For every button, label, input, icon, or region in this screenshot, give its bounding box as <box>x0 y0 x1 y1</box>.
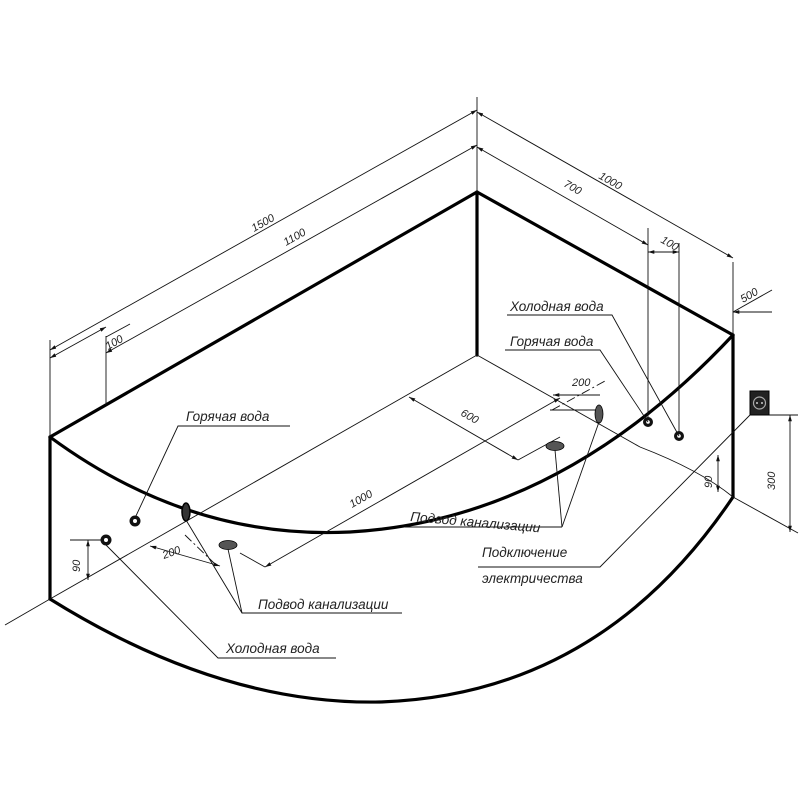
label-cold-water-right: Холодная вода <box>509 299 604 314</box>
inner-lines <box>4 354 799 626</box>
dim-length-inner: 1100 <box>282 226 309 249</box>
drain-overflow-left-icon <box>181 502 191 522</box>
label-drain-right: Подвод канализации <box>410 509 542 535</box>
inner-floor-curve <box>639 446 734 498</box>
right-dimension-lines <box>476 111 773 434</box>
dim-height-right: 90 <box>703 475 715 488</box>
drain-right-icon <box>545 441 565 451</box>
dim-inner-depth: 600 <box>459 407 482 427</box>
inner-floor-left-line <box>49 354 478 600</box>
dim-height-outlet: 300 <box>766 471 778 490</box>
electrical-outlet-icon <box>749 390 770 416</box>
dim-drain-offset-front: 200 <box>160 544 183 562</box>
label-hot-water-left: Горячая вода <box>186 409 270 424</box>
label-hot-water-right: Горячая вода <box>510 334 594 349</box>
dim-offset-left: 100 <box>104 333 127 353</box>
floor-right-extension <box>732 496 799 534</box>
cold-water-left-fitting-icon <box>100 534 112 546</box>
label-electricity-line2: электричества <box>482 571 583 586</box>
top-dimension-lines <box>49 97 478 437</box>
dim-width-inner: 700 <box>562 178 585 198</box>
callouts: Горячая вода Холодная вода Горячая вода … <box>105 299 751 659</box>
dim-length-total: 1500 <box>250 212 278 235</box>
top-rim-arc <box>48 333 735 535</box>
inner-floor-right-line <box>476 354 641 448</box>
left-height-dimension <box>70 539 106 580</box>
bathtub-outline <box>48 190 735 704</box>
bottom-front-arc <box>48 495 735 704</box>
drain-overflow-right-icon <box>594 404 604 424</box>
dim-inner-length: 1000 <box>348 488 376 511</box>
label-drain-left: Подвод канализации <box>258 597 389 612</box>
dim-height-left: 90 <box>71 559 83 572</box>
dim-offset-right: 100 <box>659 234 682 254</box>
label-cold-water-left: Холодная вода <box>225 641 320 656</box>
drain-left-icon <box>218 540 238 550</box>
dim-width-total: 1000 <box>597 170 625 193</box>
floor-left-extension <box>4 598 51 626</box>
label-electricity-line1: Подключение <box>482 545 567 560</box>
right-height-dimensions <box>716 414 798 532</box>
dim-drain-offset-back: 200 <box>571 377 591 389</box>
hot-water-left-fitting-icon <box>129 515 141 527</box>
